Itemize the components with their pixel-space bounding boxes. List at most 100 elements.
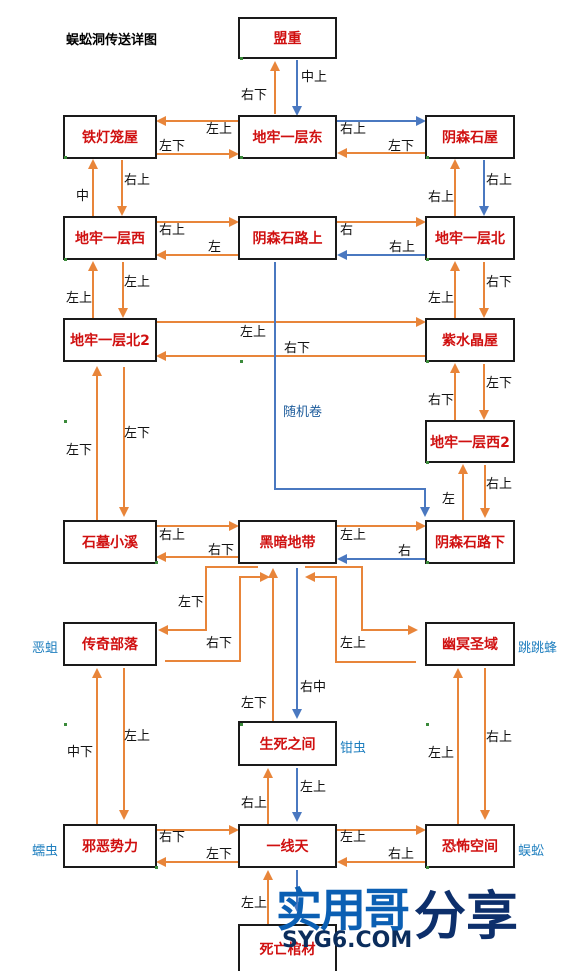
edge-label: 中上 (301, 70, 328, 85)
node-yinsen-luxia: 阴森石路下 (425, 520, 515, 564)
edge-label: 左下 (66, 443, 93, 458)
edge-label: 右 (340, 223, 354, 238)
marker-dot (155, 561, 158, 564)
edge-label: 左下 (241, 696, 268, 711)
edge-label: 右下 (284, 341, 311, 356)
edge-label: 左下 (206, 847, 233, 862)
node-heian: 黑暗地带 (238, 520, 337, 564)
edge-label: 右下 (159, 830, 186, 845)
edge-label: 左上 (300, 780, 327, 795)
marker-dot (426, 561, 429, 564)
node-yinsen-wu: 阴森石屋 (425, 115, 515, 159)
marker-dot (240, 156, 243, 159)
node-bottom: 死亡棺材 (238, 924, 337, 971)
node-dl1-east: 地牢一层东 (238, 115, 337, 159)
diagram-title: 蜈蚣洞传送详图 (66, 33, 158, 48)
edge-label: 右上 (388, 847, 415, 862)
node-xiee: 邪恶势力 (63, 824, 157, 868)
edge-label: 右上 (389, 240, 416, 255)
marker-dot (155, 866, 158, 869)
edge-label: 右下 (241, 88, 268, 103)
marker-dot (426, 866, 429, 869)
node-yinsen-lushang: 阴森石路上 (238, 216, 337, 260)
edge-label: 右上 (486, 477, 513, 492)
edge-label: 左上 (206, 122, 233, 137)
watermark-brand-a: 实用哥 (276, 883, 410, 937)
marker-dot (240, 360, 243, 363)
edge-label: 右上 (241, 796, 268, 811)
node-mengzhong: 盟重 (238, 17, 337, 59)
edge-label: 左 (208, 240, 222, 255)
node-zishuijing: 紫水晶屋 (425, 318, 515, 362)
edge-label: 左 (442, 492, 456, 507)
node-yixiantian: 一线天 (238, 824, 337, 868)
watermark-logo: 实用哥 分享 SYG6.COM (276, 872, 580, 971)
side-label-ruchong: 蠕虫 (32, 844, 59, 859)
node-kongbu: 恐怖空间 (425, 824, 515, 868)
edge-label: 中下 (67, 745, 94, 760)
marker-dot (426, 461, 429, 464)
marker-dot (240, 723, 243, 726)
marker-dot (426, 156, 429, 159)
edge-label: 右上 (428, 190, 455, 205)
edge-label: 中 (76, 189, 90, 204)
marker-dot (240, 57, 243, 60)
side-label-echu: 恶蛆 (32, 641, 59, 656)
edge-label: 右上 (340, 122, 367, 137)
marker-dot (64, 420, 67, 423)
marker-dot (426, 258, 429, 261)
edge-label: 左上 (428, 291, 455, 306)
edge-label: 右上 (486, 173, 513, 188)
edge-label-random-scroll: 随机卷 (283, 405, 323, 420)
edge-label: 左上 (340, 528, 367, 543)
node-dl1-west: 地牢一层西 (63, 216, 157, 260)
edge-youming-to-heian (305, 572, 416, 663)
edge-yinsenlushang-to-yinsenluxia (274, 262, 430, 517)
edge-chuanqi-to-heian (165, 572, 270, 662)
edge-label: 右下 (486, 275, 513, 290)
side-label-tiaotiaofeng: 跳跳蜂 (518, 641, 558, 656)
edge-label: 右上 (159, 528, 186, 543)
node-chuanqi: 传奇部落 (63, 622, 157, 666)
watermark-url: SYG6.COM (282, 928, 413, 953)
marker-dot (64, 723, 67, 726)
edge-label: 右 (398, 544, 412, 559)
node-shengsi: 生死之间 (238, 721, 337, 766)
marker-dot (64, 258, 67, 261)
node-dl1-north: 地牢一层北 (425, 216, 515, 260)
edge-label: 左下 (178, 595, 205, 610)
edge-label: 右中 (300, 680, 327, 695)
marker-dot (426, 723, 429, 726)
watermark-brand-b: 分享 (414, 887, 519, 947)
node-shimu: 石墓小溪 (63, 520, 157, 564)
edge-heian-to-youming (305, 566, 418, 635)
edge-label: 左下 (124, 426, 151, 441)
edge-label: 左上 (340, 636, 367, 651)
edge-label: 左上 (124, 729, 151, 744)
edge-label: 左上 (241, 896, 268, 911)
edge-label: 左下 (388, 139, 415, 154)
marker-dot (426, 360, 429, 363)
edge-label: 左上 (124, 275, 151, 290)
edge-label: 右下 (206, 636, 233, 651)
edge-label: 左上 (340, 830, 367, 845)
edge-label: 右上 (486, 730, 513, 745)
node-dl1-north2: 地牢一层北2 (63, 318, 157, 362)
edge-label: 左下 (159, 139, 186, 154)
side-label-wugong: 蜈蚣 (518, 844, 545, 859)
edge-label: 左上 (240, 325, 267, 340)
edge-label: 右上 (159, 223, 186, 238)
edge-label: 右下 (208, 543, 235, 558)
edge-label: 右下 (428, 393, 455, 408)
side-label-qianchong: 钳虫 (340, 741, 367, 756)
edge-label: 左上 (428, 746, 455, 761)
node-youming: 幽冥圣域 (425, 622, 515, 666)
edge-label: 左下 (486, 376, 513, 391)
marker-dot (64, 156, 67, 159)
edge-label: 左上 (66, 291, 93, 306)
node-tiedeng: 铁灯笼屋 (63, 115, 157, 159)
node-dl1-west2: 地牢一层西2 (425, 420, 515, 463)
edge-label: 右上 (124, 173, 151, 188)
edge-heian-to-chuanqi (158, 566, 258, 635)
